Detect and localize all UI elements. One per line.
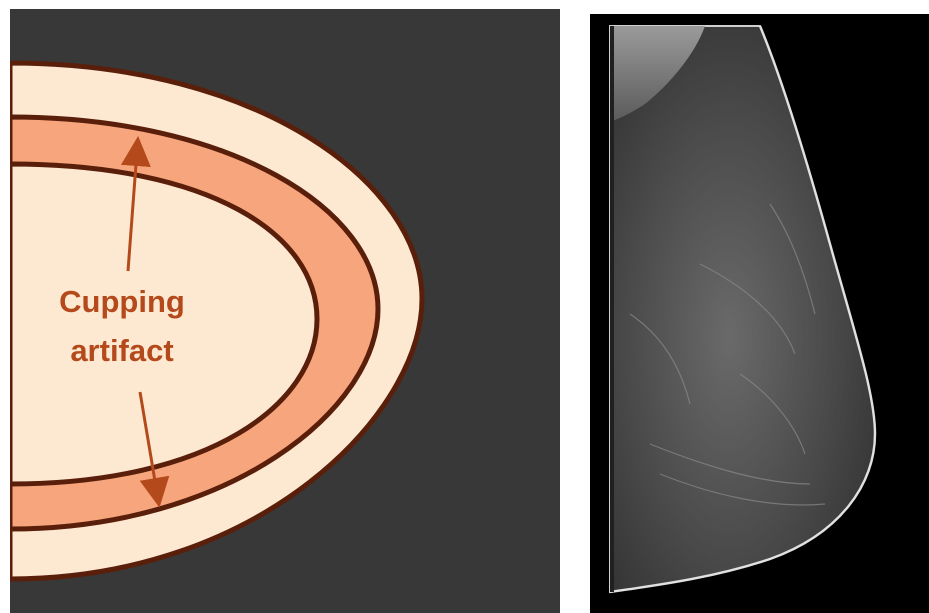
breast-tissue xyxy=(610,26,875,592)
breast-ct-slice-image xyxy=(590,14,929,613)
cupping-schematic: Cupping artifact xyxy=(10,9,560,613)
label-artifact: artifact xyxy=(70,333,173,368)
schematic-panel: Cupping artifact xyxy=(10,9,560,613)
ct-image-panel xyxy=(590,14,929,613)
image-left-edge xyxy=(610,26,614,592)
label-cupping: Cupping xyxy=(59,284,185,319)
